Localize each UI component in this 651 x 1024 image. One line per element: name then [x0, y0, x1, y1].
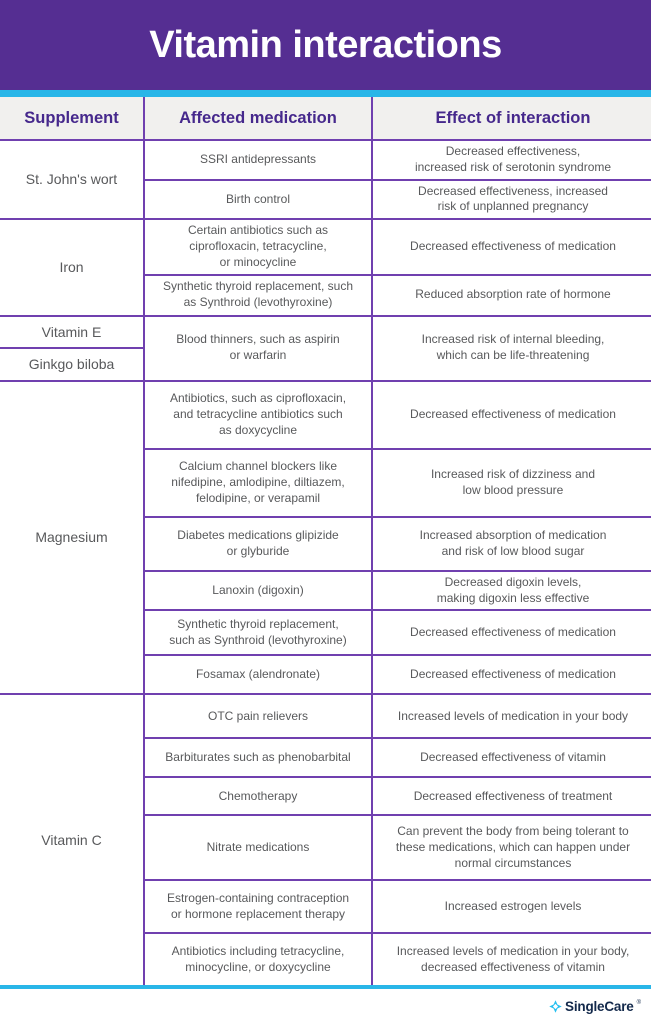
medication-cell: Estrogen-containing contraception or hor…	[143, 879, 373, 935]
medication-cell: Chemotherapy	[143, 776, 373, 817]
table-row: Synthetic thyroid replacement, such as S…	[0, 609, 651, 657]
medication-cell: Nitrate medications	[143, 814, 373, 882]
supplement-cell: Magnesium	[0, 379, 145, 696]
medication-cell: Calcium channel blockers like nifedipine…	[143, 447, 373, 518]
effect-cell: Decreased digoxin levels, making digoxin…	[371, 569, 651, 612]
singlecare-logo: SingleCare ®	[549, 999, 641, 1014]
bottom-accent-strip	[0, 985, 651, 990]
table-header-row: Supplement Affected medication Effect of…	[0, 97, 651, 141]
column-header-effect-of-interaction: Effect of interaction	[371, 97, 651, 141]
table-row: Ginkgo biloba	[0, 346, 651, 382]
effect-cell: Increased levels of medication in your b…	[371, 693, 651, 740]
page-title: Vitamin interactions	[149, 23, 502, 66]
column-header-affected-medication: Affected medication	[143, 97, 373, 141]
effect-cell: Increased risk of internal bleeding, whi…	[371, 314, 651, 382]
effect-cell: Decreased effectiveness of medication	[371, 379, 651, 450]
effect-cell: Increased estrogen levels	[371, 879, 651, 935]
medication-cell: Barbiturates such as phenobarbital	[143, 737, 373, 779]
column-header-supplement: Supplement	[0, 97, 145, 141]
effect-cell: Increased risk of dizziness and low bloo…	[371, 447, 651, 518]
medication-cell: Blood thinners, such as aspirin or warfa…	[143, 314, 373, 382]
medication-cell: Antibiotics, such as ciprofloxacin, and …	[143, 379, 373, 450]
table-row: Synthetic thyroid replacement, such as S…	[0, 273, 651, 317]
effect-cell: Can prevent the body from being tolerant…	[371, 814, 651, 882]
medication-cell: Antibiotics including tetracycline, mino…	[143, 932, 373, 986]
effect-cell: Reduced absorption rate of hormone	[371, 273, 651, 317]
table-row: Diabetes medications glipizide or glybur…	[0, 515, 651, 572]
medication-cell: Synthetic thyroid replacement, such as S…	[143, 273, 373, 317]
four-petal-flower-icon	[549, 1000, 562, 1013]
effect-cell: Decreased effectiveness of medication	[371, 654, 651, 696]
table-row: Calcium channel blockers like nifedipine…	[0, 447, 651, 518]
effect-cell: Decreased effectiveness of vitamin	[371, 737, 651, 779]
effect-cell: Increased levels of medication in your b…	[371, 932, 651, 986]
footer: SingleCare ®	[0, 989, 651, 1024]
medication-cell: Synthetic thyroid replacement, such as S…	[143, 609, 373, 657]
table-row: Antibiotics including tetracycline, mino…	[0, 932, 651, 986]
effect-cell: Decreased effectiveness of treatment	[371, 776, 651, 817]
interactions-table: Supplement Affected medication Effect of…	[0, 97, 651, 986]
medication-cell: OTC pain relievers	[143, 693, 373, 740]
supplement-cell: St. John's wort	[0, 138, 145, 221]
registered-trademark-mark: ®	[636, 1000, 641, 1007]
medication-cell: Fosamax (alendronate)	[143, 654, 373, 696]
brand-name: SingleCare	[565, 999, 634, 1015]
effect-cell: Decreased effectiveness of medication	[371, 218, 651, 276]
table-row: Lanoxin (digoxin)Decreased digoxin level…	[0, 569, 651, 612]
medication-cell: Diabetes medications glipizide or glybur…	[143, 515, 373, 572]
medication-cell: Certain antibiotics such as ciprofloxaci…	[143, 218, 373, 276]
interactions-table-wrapper: Supplement Affected medication Effect of…	[0, 97, 651, 986]
effect-cell: Decreased effectiveness, increased risk …	[371, 139, 651, 181]
supplement-cell: Iron	[0, 218, 145, 317]
medication-cell: Birth control	[143, 178, 373, 221]
table-row: Fosamax (alendronate)Decreased effective…	[0, 654, 651, 696]
effect-cell: Decreased effectiveness of medication	[371, 609, 651, 657]
table-row: Estrogen-containing contraception or hor…	[0, 879, 651, 935]
supplement-cell: Vitamin C	[0, 693, 145, 986]
supplement-cell: Ginkgo biloba	[0, 346, 145, 382]
page-header: Vitamin interactions	[0, 0, 651, 90]
top-accent-strip	[0, 90, 651, 97]
supplement-cell: Vitamin E	[0, 314, 145, 349]
effect-cell: Decreased effectiveness, increased risk …	[371, 178, 651, 221]
medication-cell: Lanoxin (digoxin)	[143, 569, 373, 612]
medication-cell: SSRI antidepressants	[143, 139, 373, 181]
effect-cell: Increased absorption of medication and r…	[371, 515, 651, 572]
